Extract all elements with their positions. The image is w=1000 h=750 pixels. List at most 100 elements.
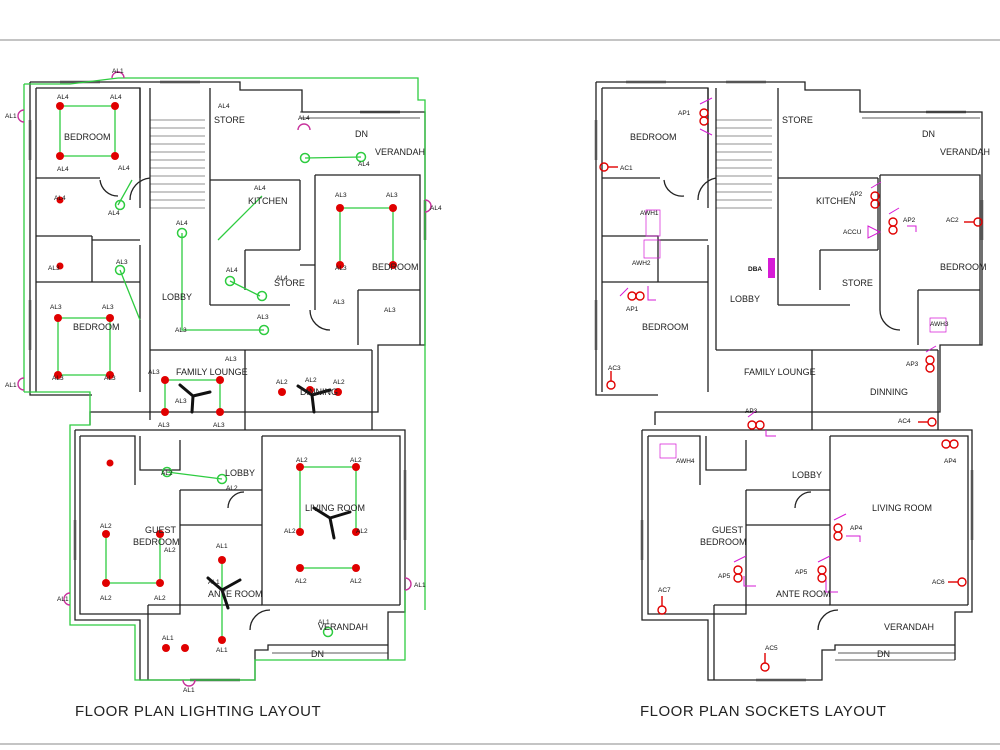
s-ante-room: ANTE ROOM bbox=[776, 589, 831, 599]
tag-ac1: AC1 bbox=[620, 165, 633, 172]
s-kitchen: KITCHEN bbox=[816, 196, 856, 206]
tag-ap2-b: AP2 bbox=[903, 217, 916, 224]
l-dn-2: DN bbox=[311, 649, 324, 659]
l-lobby-1: LOBBY bbox=[162, 292, 192, 302]
tag-al4-14: AL4 bbox=[108, 210, 120, 217]
s-verandah-2: VERANDAH bbox=[884, 622, 934, 632]
tag-al3-7: AL3 bbox=[102, 304, 114, 311]
ceiling-fans bbox=[178, 383, 352, 610]
s-lobby-2: LOBBY bbox=[792, 470, 822, 480]
tag-al1-ante-2: AL1 bbox=[216, 647, 228, 654]
tag-al2-15: AL2 bbox=[154, 595, 166, 602]
tag-ap4-b: AP4 bbox=[850, 525, 863, 532]
tag-al3-8: AL3 bbox=[52, 375, 64, 382]
tag-al3-17: AL3 bbox=[158, 422, 170, 429]
tag-al4-6: AL4 bbox=[298, 115, 310, 122]
tag-al4-9: AL4 bbox=[226, 267, 238, 274]
l-bedroom-3: BEDROOM bbox=[372, 262, 419, 272]
l-family-lounge: FAMILY LOUNGE bbox=[176, 367, 248, 377]
tag-al1-right: AL1 bbox=[414, 582, 426, 589]
tag-ap3-a: AP3 bbox=[906, 361, 919, 368]
tag-al2-6: AL2 bbox=[284, 528, 296, 535]
s-bedroom-3: BEDROOM bbox=[940, 262, 987, 272]
tag-al2-12: AL2 bbox=[100, 523, 112, 530]
tag-al4-13: AL4 bbox=[54, 195, 66, 202]
tag-al4-5: AL4 bbox=[218, 103, 230, 110]
tag-al3-5: AL3 bbox=[384, 307, 396, 314]
l-store-2: STORE bbox=[274, 278, 305, 288]
tag-al4-11: AL4 bbox=[358, 161, 370, 168]
l-bedroom-2: BEDROOM bbox=[73, 322, 120, 332]
tag-al4-3: AL4 bbox=[57, 166, 69, 173]
s-guest-2: BEDROOM bbox=[700, 537, 747, 547]
tag-al4-2: AL4 bbox=[110, 94, 122, 101]
tag-al2-5: AL2 bbox=[350, 457, 362, 464]
tag-al3-12: AL3 bbox=[175, 327, 187, 334]
tag-al1-left-3: AL1 bbox=[57, 596, 69, 603]
tag-al1-top: AL1 bbox=[112, 68, 124, 75]
s-bedroom-1: BEDROOM bbox=[630, 132, 677, 142]
tag-ap1-b: AP1 bbox=[626, 306, 639, 313]
tag-ap1-a: AP1 bbox=[678, 110, 691, 117]
tag-al3-15: AL3 bbox=[225, 356, 237, 363]
s-bedroom-2: BEDROOM bbox=[642, 322, 689, 332]
s-store-1: STORE bbox=[782, 115, 813, 125]
tag-al4-10: AL4 bbox=[276, 275, 288, 282]
tag-ac3: AC3 bbox=[608, 365, 621, 372]
tag-al1-bottom: AL1 bbox=[183, 687, 195, 694]
s-family-lounge: FAMILY LOUNGE bbox=[744, 367, 816, 377]
tag-al3-6: AL3 bbox=[50, 304, 62, 311]
tag-al2-4: AL2 bbox=[296, 457, 308, 464]
title-sockets-layout: FLOOR PLAN SOCKETS LAYOUT bbox=[640, 703, 886, 720]
tag-al1-left-2: AL1 bbox=[5, 382, 17, 389]
tag-al2-2: AL2 bbox=[305, 377, 317, 384]
l-verandah-2: VERANDAH bbox=[318, 622, 368, 632]
l-living-room: LIVING ROOM bbox=[305, 503, 365, 513]
tag-al4-4: AL4 bbox=[118, 165, 130, 172]
tag-al2-1: AL2 bbox=[276, 379, 288, 386]
title-lighting-layout: FLOOR PLAN LIGHTING LAYOUT bbox=[75, 703, 321, 720]
socket-symbols bbox=[599, 108, 983, 672]
tag-al3-1: AL3 bbox=[335, 192, 347, 199]
circuit-tags: AL1 AL1 AL1 AL1 AL1 AL1 AL1 AL1 AL1 AL1 … bbox=[5, 68, 442, 694]
l-bedroom-1: BEDROOM bbox=[64, 132, 111, 142]
l-dn-1: DN bbox=[355, 129, 368, 139]
tag-al4-12: AL4 bbox=[430, 205, 442, 212]
tag-ap3-b: AP3 bbox=[745, 408, 758, 415]
tag-ac2: AC2 bbox=[946, 217, 959, 224]
tag-al1-ante-4: AL1 bbox=[208, 579, 220, 586]
tag-al4-8: AL4 bbox=[176, 220, 188, 227]
tag-al3-18: AL3 bbox=[213, 422, 225, 429]
lighting-wiring bbox=[24, 77, 426, 681]
socket-tags: AP1 AP1 AP2 AP2 AP3 AP3 AP4 AP4 AP5 AP5 … bbox=[608, 110, 959, 652]
tag-al2-3: AL2 bbox=[333, 379, 345, 386]
tag-al3-16: AL3 bbox=[175, 398, 187, 405]
s-verandah-1: VERANDAH bbox=[940, 147, 990, 157]
dba-panel-icon bbox=[768, 258, 775, 278]
tag-al1-left: AL1 bbox=[5, 113, 17, 120]
tag-al3-4: AL3 bbox=[333, 299, 345, 306]
s-living-room: LIVING ROOM bbox=[872, 503, 932, 513]
tag-ac7: AC7 bbox=[658, 587, 671, 594]
tag-accu: ACCU bbox=[843, 229, 862, 236]
tag-al3-14: AL3 bbox=[148, 369, 160, 376]
tag-al1-ver: AL1 bbox=[318, 619, 330, 626]
l-ante-room: ANTE ROOM bbox=[208, 589, 263, 599]
tag-al4-1: AL4 bbox=[57, 94, 69, 101]
tag-al3-11: AL3 bbox=[48, 265, 60, 272]
lighting-fixtures bbox=[54, 102, 397, 652]
lighting-wall-fixtures bbox=[114, 151, 367, 638]
tag-al1-ante-3: AL1 bbox=[162, 635, 174, 642]
tag-dba: DBA bbox=[748, 266, 762, 273]
tag-al2-11: AL2 bbox=[226, 485, 238, 492]
tag-al3-3: AL3 bbox=[335, 265, 347, 272]
tag-ap2-a: AP2 bbox=[850, 191, 863, 198]
s-guest-1: GUEST bbox=[712, 525, 744, 535]
tag-ac6: AC6 bbox=[932, 579, 945, 586]
tag-ac4: AC4 bbox=[898, 418, 911, 425]
l-guest-2: BEDROOM bbox=[133, 537, 180, 547]
tag-al2-7: AL2 bbox=[356, 528, 368, 535]
l-verandah-1: VERANDAH bbox=[375, 147, 425, 157]
s-dn-1: DN bbox=[922, 129, 935, 139]
tag-al3-9: AL3 bbox=[104, 375, 116, 382]
